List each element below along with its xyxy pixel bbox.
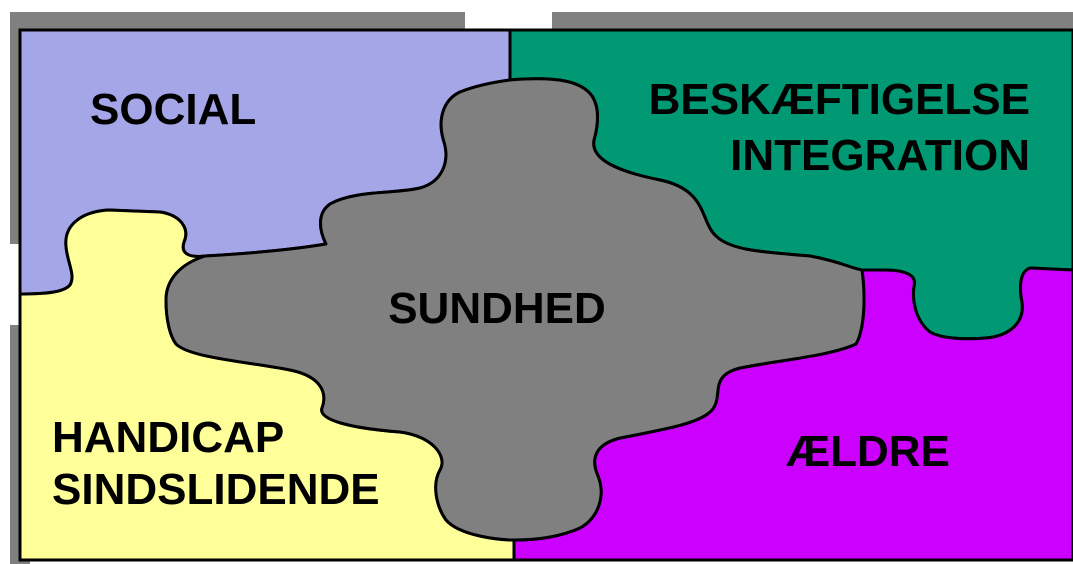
employment-label-line-2: INTEGRATION: [730, 131, 1030, 180]
handicap-label-line-1: HANDICAP: [52, 413, 284, 462]
health-piece: [164, 77, 866, 542]
social-label: SOCIAL: [90, 85, 256, 134]
health-label: SUNDHED: [388, 284, 606, 333]
handicap-label-line-2: SINDSLIDENDE: [52, 465, 380, 514]
elderly-label: ÆLDRE: [786, 427, 950, 476]
employment-label-line-1: BESKÆFTIGELSE: [649, 75, 1030, 124]
employment-shadow: [552, 12, 1073, 32]
diagram-frame: [18, 28, 1073, 562]
